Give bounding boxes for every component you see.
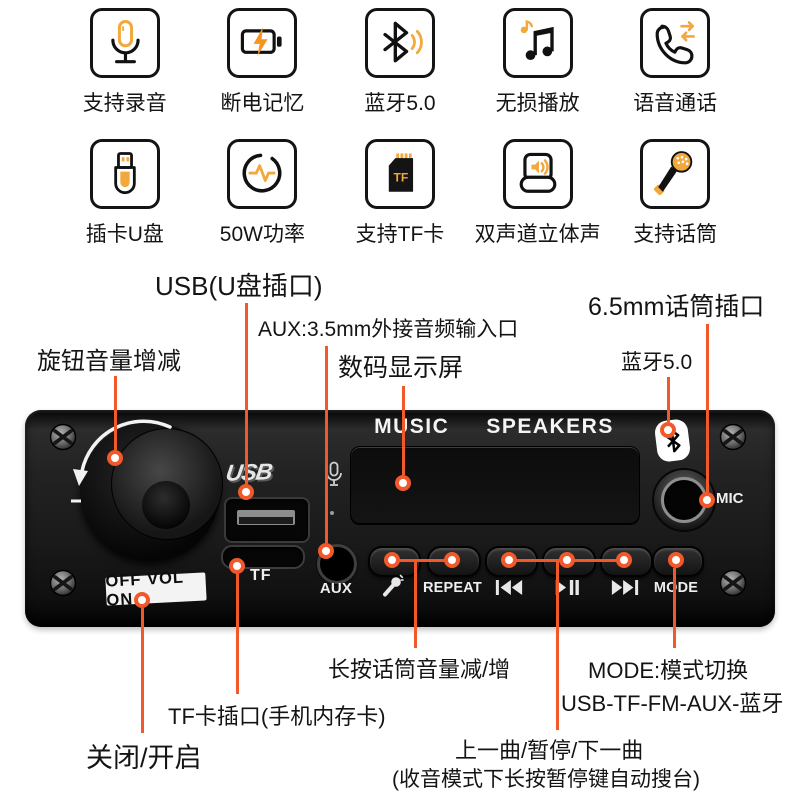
indicator-led bbox=[330, 511, 334, 515]
feature-label: 断电记忆 bbox=[220, 92, 305, 115]
usb-3d-logo: USB bbox=[224, 458, 274, 486]
callout-line-display bbox=[402, 386, 405, 475]
callout-dot-play bbox=[559, 552, 575, 568]
callout-line-mic-volume-h bbox=[392, 559, 452, 562]
callout-line-bluetooth bbox=[667, 377, 670, 422]
callout-line-usb bbox=[245, 303, 248, 484]
callout-mode-label-1: MODE:模式切换 bbox=[588, 658, 749, 683]
music-notes-icon bbox=[520, 20, 554, 60]
brand-word-1: MUSIC bbox=[374, 415, 450, 438]
callout-line-aux bbox=[325, 346, 328, 543]
digital-display bbox=[350, 446, 640, 525]
callout-tf-label: TF卡插口(手机内存卡) bbox=[168, 704, 386, 729]
feature-label: 插卡U盘 bbox=[85, 223, 164, 246]
feature-label: 支持TF卡 bbox=[355, 223, 445, 246]
prev-track-icon bbox=[495, 580, 523, 595]
mic-jack-label: MIC bbox=[716, 490, 744, 507]
power-wave-icon bbox=[242, 153, 282, 193]
studio-microphone-icon bbox=[111, 20, 140, 64]
screw-icon bbox=[719, 569, 747, 597]
callout-line-mic-jack bbox=[706, 324, 709, 492]
callout-dot-display bbox=[395, 475, 411, 491]
volume-knob-center bbox=[142, 481, 190, 529]
phone-call-icon bbox=[655, 21, 696, 65]
callout-dot-next bbox=[616, 552, 632, 568]
feature-lossless: 无损播放 bbox=[496, 8, 580, 117]
usb-drive-icon bbox=[114, 152, 136, 195]
stereo-speaker-icon bbox=[519, 152, 556, 193]
brand-text: MUSIC SPEAKERS bbox=[350, 415, 638, 439]
screw-icon bbox=[49, 569, 77, 597]
feature-label: 支持录音 bbox=[82, 92, 167, 115]
callout-dot-mic-jack bbox=[699, 492, 715, 508]
callout-dot-repeat bbox=[444, 552, 460, 568]
feature-label: 蓝牙5.0 bbox=[364, 92, 436, 115]
callout-line-mic-volume-v bbox=[414, 562, 417, 648]
feature-label: 50W功率 bbox=[219, 223, 305, 246]
callout-dot-tf bbox=[229, 558, 245, 574]
callout-dot-mic-button bbox=[384, 552, 400, 568]
callout-line-power bbox=[141, 608, 144, 733]
screw-icon bbox=[49, 423, 77, 451]
usb-port[interactable] bbox=[224, 497, 310, 543]
callout-line-knob bbox=[114, 376, 117, 450]
tf-slot-label: TF bbox=[250, 567, 272, 584]
callout-dot-mode bbox=[668, 552, 684, 568]
callout-aux-label: AUX:3.5mm外接音频输入口 bbox=[258, 318, 519, 341]
feature-label: 语音通话 bbox=[633, 92, 718, 115]
feature-bluetooth: 蓝牙5.0 bbox=[364, 8, 436, 117]
feature-memory: 断电记忆 bbox=[220, 8, 304, 117]
callout-power-label: 关闭/开启 bbox=[86, 743, 202, 773]
callout-bluetooth-label: 蓝牙5.0 bbox=[621, 351, 693, 374]
callout-mode-label-2: USB-TF-FM-AUX-蓝牙 bbox=[561, 691, 784, 716]
feature-tf-card: TF 支持TF卡 bbox=[355, 139, 445, 248]
tf-card-icon: TF bbox=[388, 153, 414, 192]
brand-word-2: SPEAKERS bbox=[486, 415, 614, 438]
bluetooth-icon bbox=[383, 21, 423, 63]
feature-usb: 插卡U盘 bbox=[86, 139, 164, 248]
feature-row-1: 支持录音 断电记忆 蓝牙5.0 bbox=[56, 8, 744, 117]
usb-port-slot bbox=[237, 510, 295, 525]
feature-mic-support: 支持话筒 bbox=[633, 139, 717, 248]
volume-switch-label: OFF VOL ON bbox=[105, 569, 207, 610]
callout-mic-jack-label: 6.5mm话筒插口 bbox=[588, 293, 765, 321]
feature-row-2: 插卡U盘 50W功率 TF 支持TF卡 bbox=[56, 139, 744, 248]
callout-line-tf bbox=[236, 574, 239, 694]
feature-voice-call: 语音通话 bbox=[633, 8, 717, 117]
callout-dot-usb bbox=[238, 484, 254, 500]
next-track-icon bbox=[611, 580, 639, 595]
callout-usb-label: USB(U盘插口) bbox=[155, 271, 323, 301]
callout-mic-volume-label: 长按话筒音量减/增 bbox=[328, 657, 511, 682]
callout-line-track-v bbox=[556, 562, 559, 730]
callout-dot-bluetooth bbox=[660, 422, 676, 438]
battery-charge-icon bbox=[241, 27, 282, 57]
callout-dot-knob bbox=[107, 450, 123, 466]
mode-button-label: MODE bbox=[653, 580, 699, 596]
rotate-arrow-icon bbox=[71, 419, 172, 503]
feature-stereo: 双声道立体声 bbox=[475, 139, 601, 248]
callout-knob-label: 旋钮音量增减 bbox=[37, 348, 181, 375]
callout-display-label: 数码显示屏 bbox=[338, 354, 464, 382]
feature-record: 支持录音 bbox=[83, 8, 167, 117]
feature-label: 双声道立体声 bbox=[474, 223, 601, 246]
callout-dot-power bbox=[134, 592, 150, 608]
svg-text:TF: TF bbox=[394, 170, 409, 184]
callout-track-note-label: (收音模式下长按暂停键自动搜台) bbox=[392, 768, 700, 791]
feature-label: 支持话筒 bbox=[633, 223, 718, 246]
feature-power-50w: 50W功率 bbox=[220, 139, 305, 248]
callout-dot-prev bbox=[501, 552, 517, 568]
callout-track-label: 上一曲/暂停/下一曲 bbox=[455, 738, 644, 763]
callout-dot-aux bbox=[318, 543, 334, 559]
screw-icon bbox=[719, 423, 747, 451]
aux-jack-label: AUX bbox=[319, 580, 353, 597]
karaoke-mic-icon bbox=[383, 574, 404, 597]
repeat-button-label: REPEAT bbox=[423, 580, 482, 596]
callout-line-mode bbox=[673, 568, 676, 648]
feature-label: 无损播放 bbox=[495, 92, 580, 115]
handheld-mic-icon bbox=[654, 151, 693, 196]
